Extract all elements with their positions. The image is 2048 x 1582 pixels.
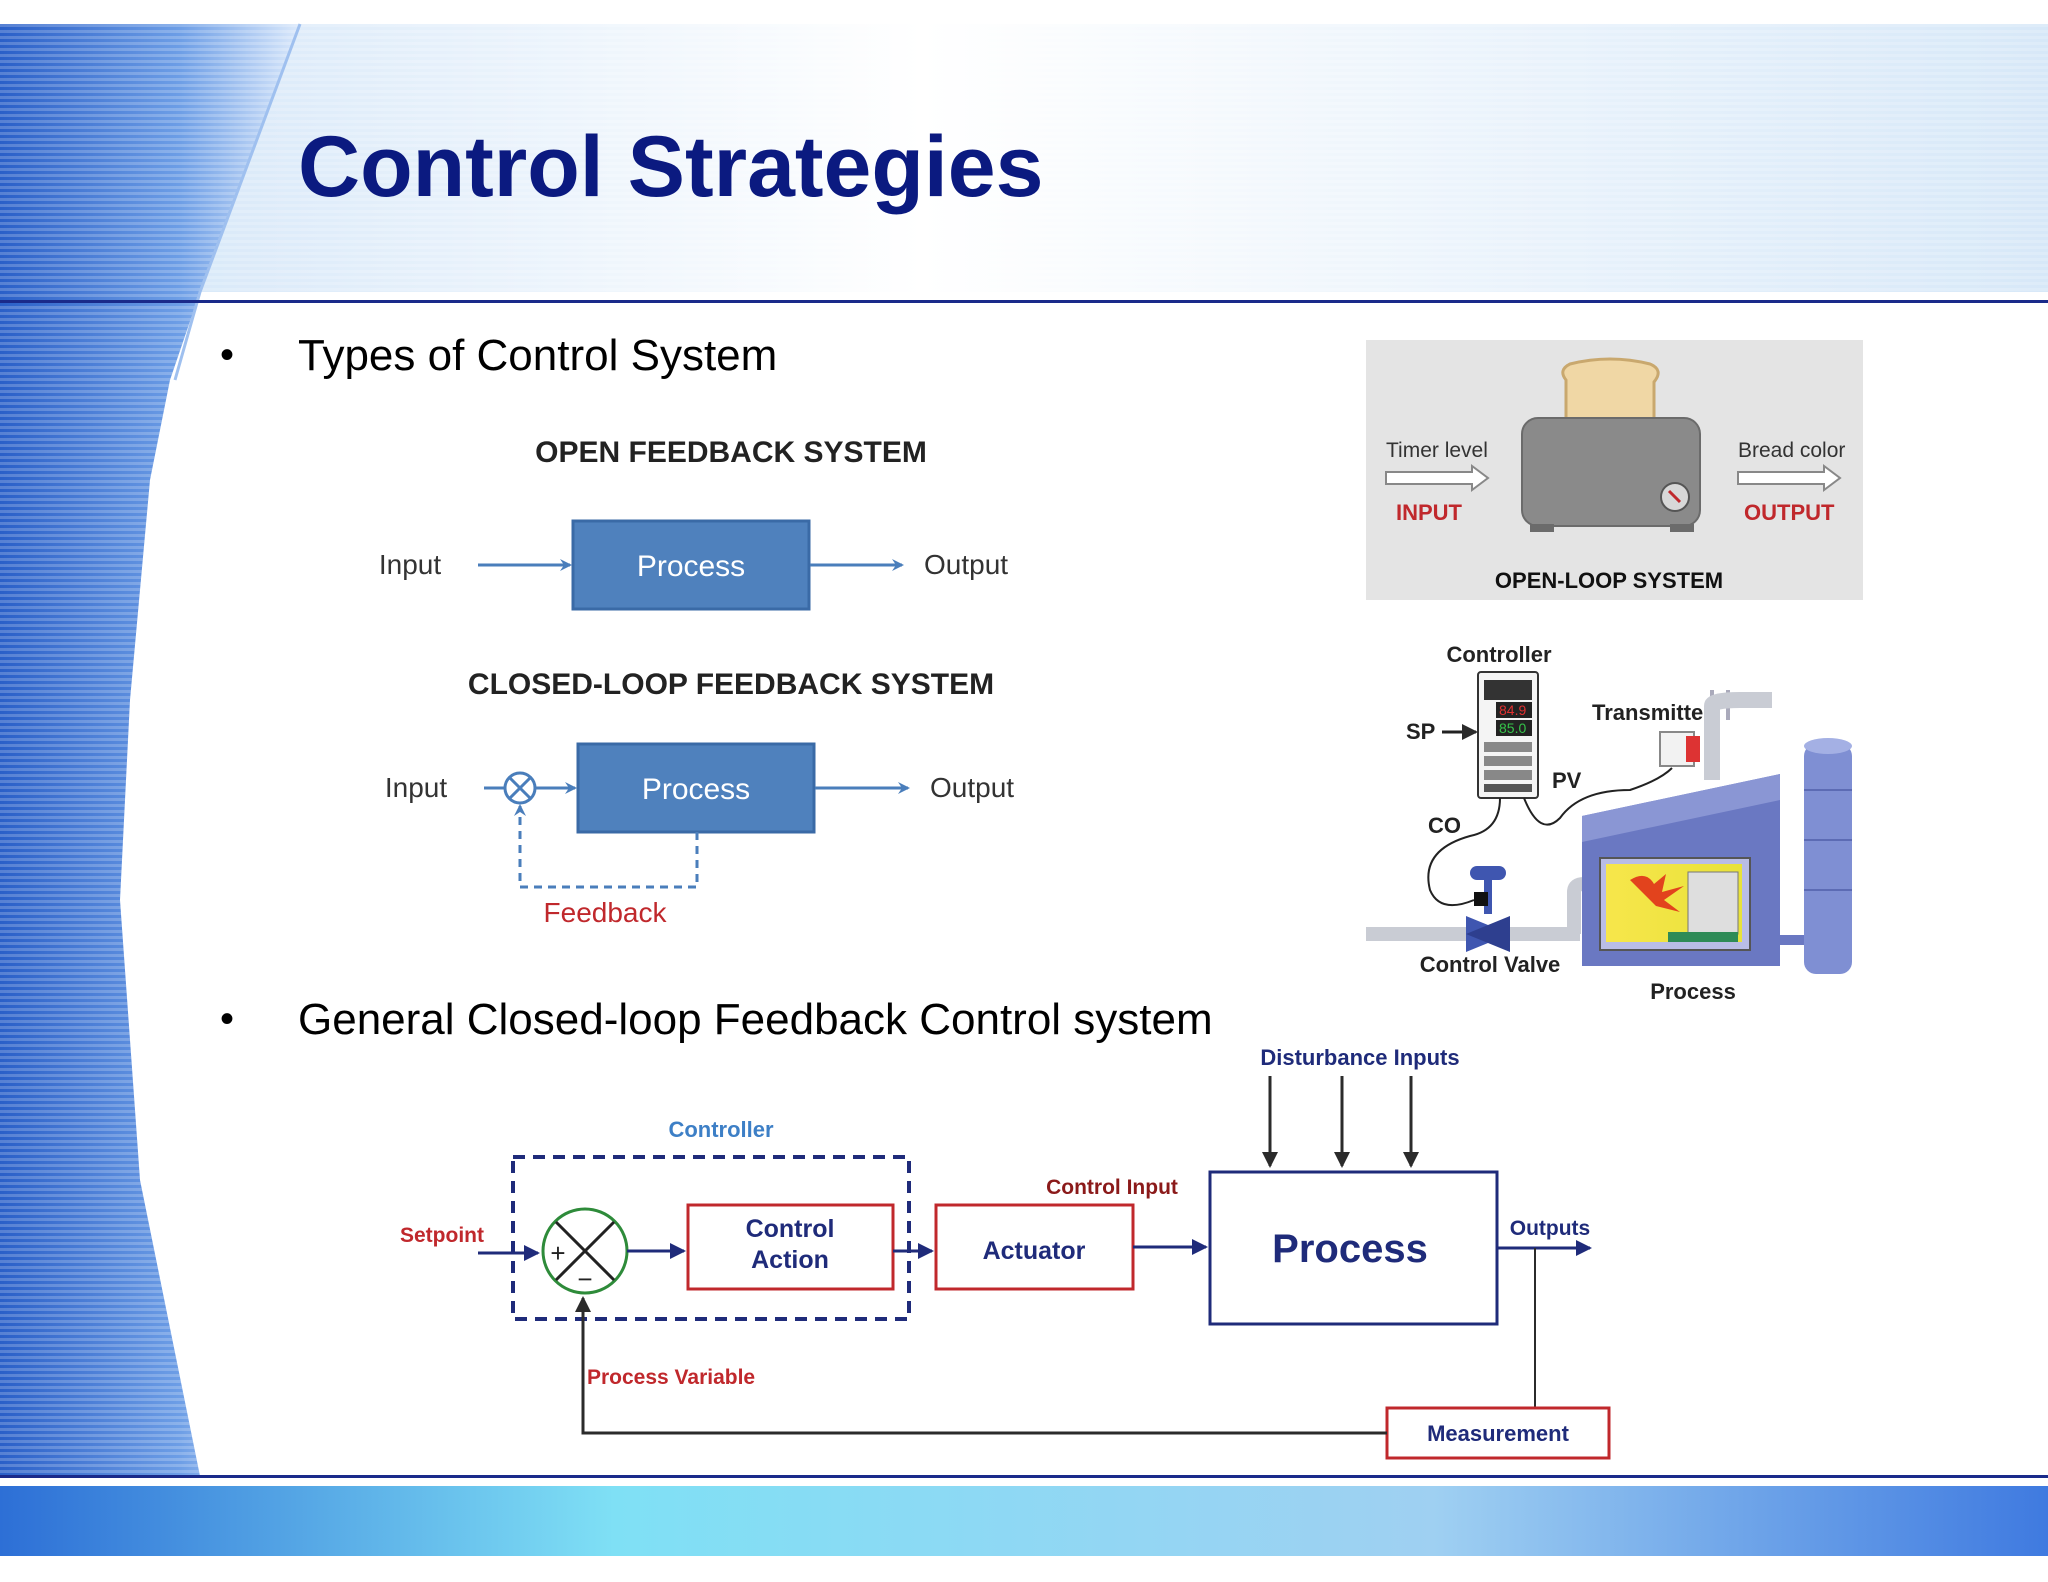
- pv-wire: [1523, 767, 1673, 826]
- disturbance-label: Disturbance Inputs: [1260, 1045, 1459, 1070]
- process-block: [1208, 1170, 1499, 1326]
- summing-junction: [503, 771, 537, 805]
- bread-color-label: Bread color: [1738, 439, 1845, 462]
- controller-label: Controller: [1446, 642, 1552, 667]
- controller-device: 84.9 85.0: [1477, 671, 1539, 799]
- process-label: Process: [637, 550, 745, 583]
- co-label: CO: [1428, 813, 1461, 838]
- co-wire: [1427, 797, 1501, 907]
- output-label: Output: [930, 772, 1014, 803]
- outputs-label: Outputs: [1510, 1217, 1590, 1240]
- pv-label: PV: [1552, 768, 1582, 793]
- sp-label: SP: [1406, 719, 1435, 744]
- process-block: [571, 519, 811, 611]
- bullet-types: • Types of Control System: [220, 331, 777, 380]
- plant-process-image: Controller 84.9 85.0 SP Transmitter PV C…: [1366, 642, 1852, 1004]
- output-hollow-arrow: [1737, 464, 1842, 492]
- diagram-title: OPEN FEEDBACK SYSTEM: [535, 436, 927, 469]
- process-variable-label: Process Variable: [587, 1366, 755, 1389]
- page-title: Control Strategies: [298, 119, 1043, 215]
- process-label: Process: [642, 773, 750, 806]
- toaster-open-loop-image: Timer level INPUT Bread color OUTPUT OPE…: [1366, 340, 1863, 600]
- general-feedback-diagram: Disturbance Inputs Controller Setpoint +…: [400, 1045, 1611, 1460]
- controller-label: Controller: [668, 1117, 774, 1142]
- input-hollow-arrow: [1385, 464, 1490, 492]
- output-label: OUTPUT: [1744, 500, 1835, 525]
- process-label: Process: [1272, 1227, 1428, 1271]
- comparator-junction: + −: [541, 1207, 629, 1295]
- measurement-label: Measurement: [1427, 1421, 1570, 1446]
- timer-level-label: Timer level: [1386, 439, 1488, 462]
- svg-text:85.0: 85.0: [1499, 720, 1526, 736]
- toaster-icon: [1521, 357, 1701, 532]
- input-label: Input: [379, 549, 441, 580]
- svg-text:84.9: 84.9: [1499, 702, 1526, 718]
- plus-sign: +: [550, 1238, 565, 1268]
- input-label: INPUT: [1396, 500, 1463, 525]
- control-action-label-2: Action: [751, 1246, 829, 1274]
- transmitter-label: Transmitter: [1592, 700, 1712, 725]
- feedback-path: [514, 804, 699, 889]
- bullet-text: Types of Control System: [298, 331, 777, 380]
- measurement-block: [1385, 1406, 1611, 1460]
- bullet-dot: •: [220, 997, 234, 1041]
- slide-background: [0, 23, 2048, 1556]
- actuator-block: [934, 1203, 1135, 1291]
- open-feedback-diagram: OPEN FEEDBACK SYSTEM Input Process Outpu…: [379, 436, 1008, 611]
- control-action-block: [686, 1203, 895, 1291]
- bullet-dot: •: [220, 333, 234, 377]
- process-block: [576, 742, 816, 834]
- input-label: Input: [385, 772, 447, 803]
- bullet-general: • General Closed-loop Feedback Control s…: [220, 995, 1213, 1044]
- control-input-label: Control Input: [1046, 1176, 1178, 1199]
- closed-feedback-diagram: CLOSED-LOOP FEEDBACK SYSTEM Input Proces…: [385, 668, 1014, 928]
- diagram-title: CLOSED-LOOP FEEDBACK SYSTEM: [468, 668, 994, 701]
- bullet-text: General Closed-loop Feedback Control sys…: [298, 995, 1213, 1044]
- setpoint-label: Setpoint: [400, 1224, 484, 1247]
- control-valve-icon: [1466, 866, 1510, 952]
- minus-sign: −: [577, 1264, 592, 1294]
- actuator-label: Actuator: [983, 1237, 1086, 1265]
- control-valve-label: Control Valve: [1420, 952, 1561, 977]
- control-action-label-1: Control: [746, 1215, 835, 1243]
- furnace-icon: [1582, 738, 1852, 974]
- feedback-label: Feedback: [544, 897, 668, 928]
- open-loop-caption: OPEN-LOOP SYSTEM: [1495, 568, 1723, 593]
- process-variable-path: [575, 1296, 1387, 1435]
- output-label: Output: [924, 549, 1008, 580]
- process-label: Process: [1650, 979, 1736, 1004]
